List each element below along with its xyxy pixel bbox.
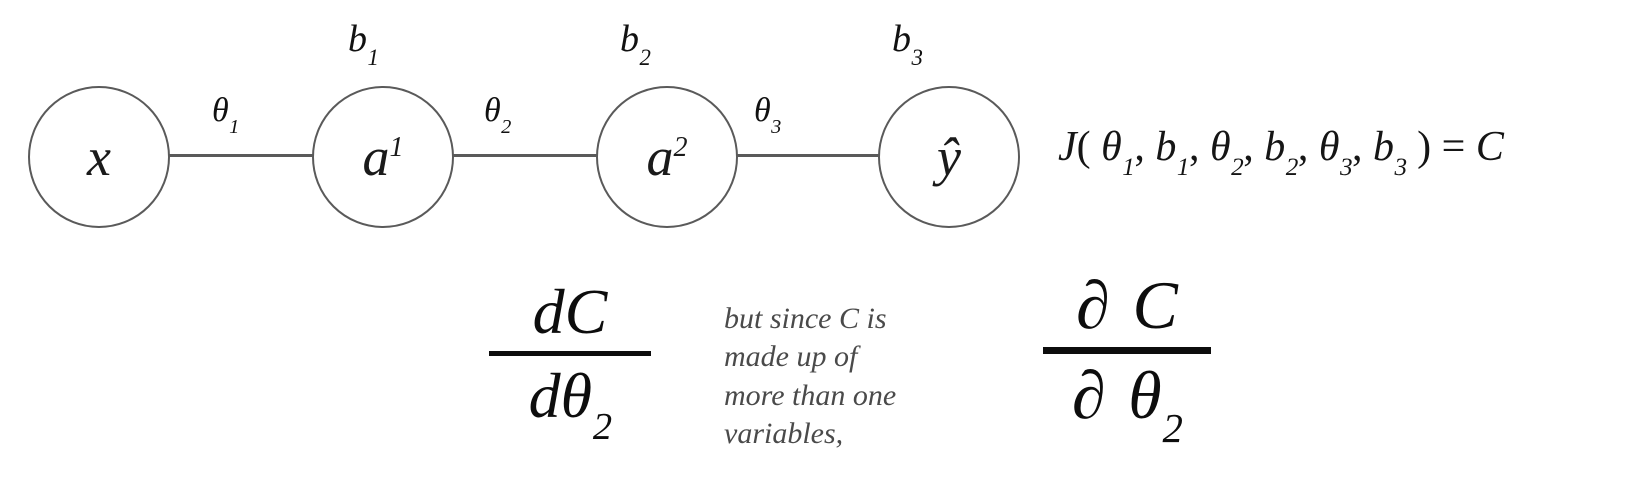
node-input-x[interactable]: x <box>28 86 170 228</box>
bias-label-b-3: b3 <box>892 18 923 70</box>
node-input-x-label: x <box>87 127 111 187</box>
bias-label-b-1: b1 <box>348 18 379 70</box>
cost-arg-b1: b <box>1155 124 1177 170</box>
node-output-yhat-label: ŷ <box>937 127 961 187</box>
partial-derivative-num-operator: ∂ <box>1076 267 1110 343</box>
annotation-note: but since C is made up of more than one … <box>724 302 897 451</box>
cost-arg-theta2-subscript: 2 <box>1231 153 1244 181</box>
cost-function-name: J <box>1058 124 1077 170</box>
total-derivative-fraction: dC dθ2 <box>470 278 670 448</box>
edge-line-1 <box>168 154 318 157</box>
theta-2-subscript: 2 <box>501 116 512 139</box>
cost-equation: J( θ1, b1, θ2, b2, θ3, b3 ) = C <box>1058 124 1504 180</box>
total-derivative-numerator: dC <box>470 278 670 345</box>
total-derivative-num-operator: d <box>532 276 565 347</box>
cost-sep-2: , <box>1243 124 1254 170</box>
edge-line-3 <box>718 154 884 157</box>
node-activation-a1[interactable]: a1 <box>312 86 454 228</box>
node-activation-a1-label: a1 <box>362 127 404 187</box>
cost-open-paren: ( <box>1076 124 1091 170</box>
edge-label-theta-2: θ2 <box>484 92 512 139</box>
partial-derivative-numerator: ∂ C <box>1022 267 1232 343</box>
partial-derivative-den-operator: ∂ <box>1071 357 1106 434</box>
total-derivative-den-subscript: 2 <box>592 406 613 449</box>
cost-arg-theta1-subscript: 1 <box>1122 153 1135 181</box>
cost-arg-b3-subscript: 3 <box>1394 153 1408 181</box>
cost-arg-theta3: θ <box>1318 124 1340 170</box>
cost-arg-b3: b <box>1373 124 1395 170</box>
cost-sep-4: , <box>1352 124 1363 170</box>
cost-arg-theta3-subscript: 3 <box>1339 153 1353 181</box>
cost-arg-b2-subscript: 2 <box>1285 153 1299 181</box>
cost-arg-b1-subscript: 1 <box>1176 153 1190 181</box>
node-activation-a2[interactable]: a2 <box>596 86 738 228</box>
b-2-subscript: 2 <box>639 44 651 70</box>
total-derivative-denominator: dθ2 <box>470 360 670 447</box>
node-output-yhat[interactable]: ŷ <box>878 86 1020 228</box>
edge-label-theta-1: θ1 <box>212 92 240 139</box>
total-derivative-bar <box>489 351 651 357</box>
b-3-subscript: 3 <box>911 44 923 70</box>
cost-close-paren: ) <box>1417 124 1432 170</box>
edge-label-theta-3: θ3 <box>754 92 782 139</box>
node-a1-superscript: 1 <box>389 132 404 163</box>
b-1-subscript: 1 <box>367 44 379 70</box>
partial-derivative-bar <box>1043 347 1211 355</box>
total-derivative-den-operator: d <box>528 360 561 432</box>
cost-equals-sign: = <box>1441 124 1466 170</box>
cost-sep-1: , <box>1188 124 1200 170</box>
cost-arg-theta2: θ <box>1209 124 1231 170</box>
partial-derivative-num-variable: C <box>1132 267 1178 343</box>
cost-sep-0: , <box>1134 124 1145 170</box>
node-a2-superscript: 2 <box>673 132 688 163</box>
partial-derivative-den-subscript: 2 <box>1162 405 1183 451</box>
cost-arg-theta1: θ <box>1101 124 1122 170</box>
total-derivative-den-variable: θ <box>560 360 593 432</box>
theta-3-subscript: 3 <box>771 116 782 139</box>
cost-arg-b2: b <box>1264 124 1286 170</box>
partial-derivative-denominator: ∂ θ2 <box>1022 357 1232 450</box>
bias-label-b-2: b2 <box>620 18 651 70</box>
cost-sep-3: , <box>1297 124 1309 170</box>
cost-result: C <box>1475 124 1504 170</box>
node-activation-a2-label: a2 <box>646 127 688 187</box>
partial-derivative-fraction: ∂ C ∂ θ2 <box>1022 267 1232 450</box>
edge-line-2 <box>450 154 600 157</box>
total-derivative-num-variable: C <box>564 276 608 347</box>
theta-1-subscript: 1 <box>229 116 240 139</box>
partial-derivative-den-variable: θ <box>1128 357 1162 434</box>
